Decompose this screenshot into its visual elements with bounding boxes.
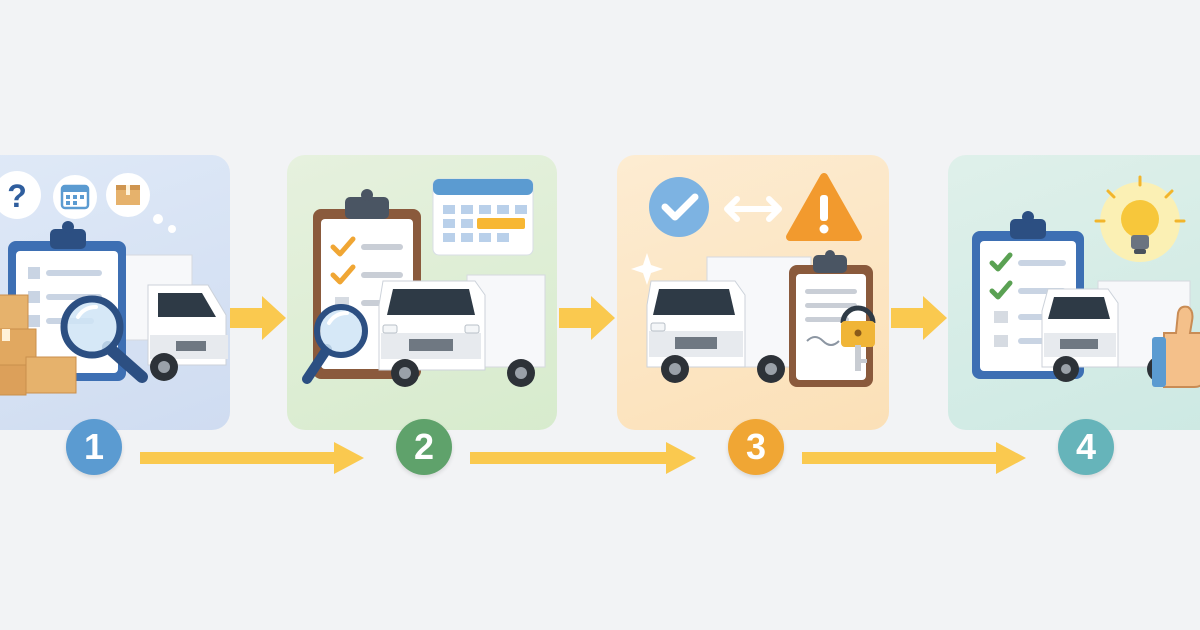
magnifier-icon <box>302 304 368 384</box>
step-1-badge: 1 <box>66 419 122 475</box>
step-4-badge: 4 <box>1058 419 1114 475</box>
step-4-illustration <box>972 175 1200 388</box>
warning-icon <box>786 173 862 241</box>
step-2-badge: 2 <box>396 419 452 475</box>
calendar-icon <box>432 178 534 256</box>
truck-icon <box>646 256 812 383</box>
key-icon <box>840 305 876 371</box>
truck-icon <box>1041 280 1191 382</box>
thumbs-up-icon <box>1152 305 1200 388</box>
cardboard-boxes-icon <box>0 294 77 396</box>
timeline-arrow-icon <box>802 442 1026 474</box>
clipboard-icon <box>789 250 873 387</box>
timeline-arrow-icon <box>140 442 364 474</box>
arrow-right-icon <box>891 296 947 340</box>
magnifier-icon <box>60 295 148 383</box>
step-2-panel <box>287 155 557 430</box>
step-4-panel <box>948 155 1200 430</box>
svg-text:?: ? <box>7 178 27 214</box>
question-icon: ? <box>0 171 41 219</box>
step-1-panel: ? <box>0 155 230 430</box>
timeline-arrow-icon <box>470 442 696 474</box>
step-3-illustration <box>631 173 876 387</box>
package-icon <box>106 173 150 217</box>
step-1-illustration: ? <box>0 171 228 396</box>
truck-icon <box>378 274 546 387</box>
step-3-panel <box>617 155 889 430</box>
double-arrow-icon <box>724 196 782 222</box>
step-3-badge: 3 <box>728 419 784 475</box>
step-2-illustration <box>302 178 546 387</box>
sparkle-icon <box>631 253 663 285</box>
checkmark-icon <box>649 177 709 237</box>
lightbulb-icon <box>1094 175 1186 262</box>
calendar-icon <box>53 175 97 219</box>
clipboard-icon <box>972 211 1084 379</box>
arrow-right-icon <box>559 296 615 340</box>
arrow-right-icon <box>230 296 286 340</box>
